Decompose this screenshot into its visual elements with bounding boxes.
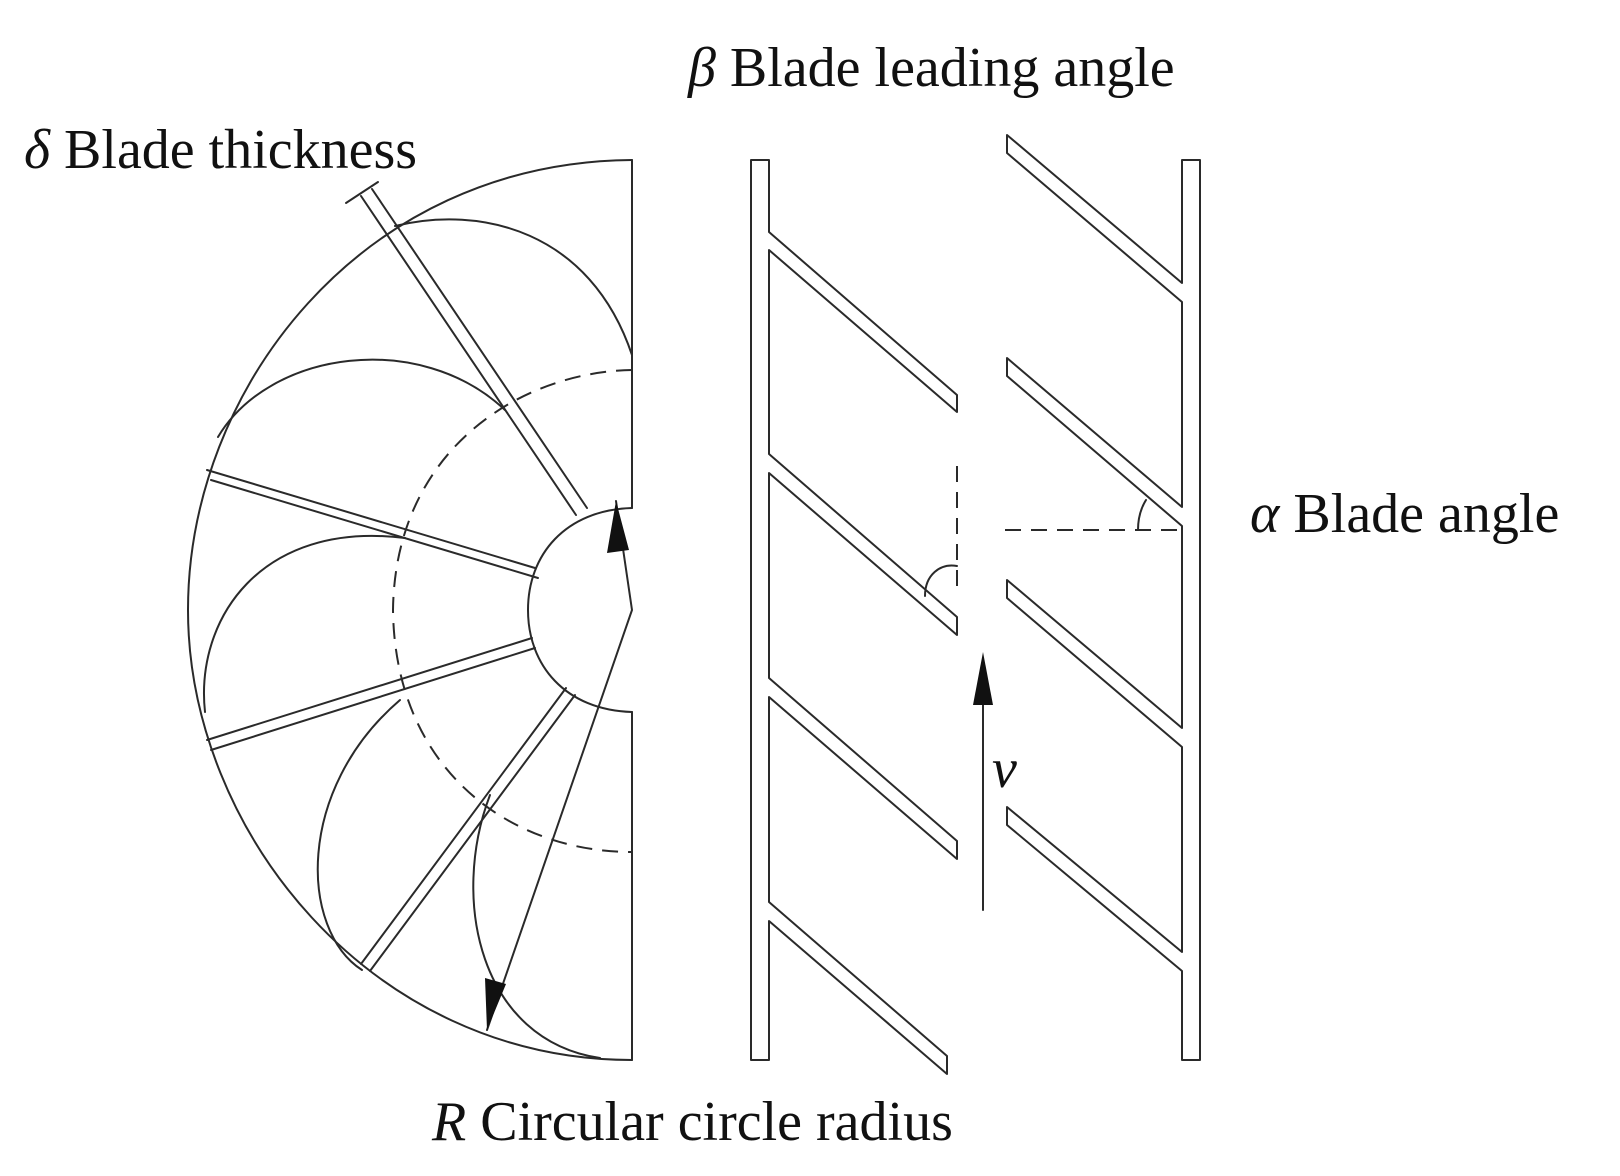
straight-blades — [206, 181, 588, 972]
radius-arrowhead-top — [607, 501, 629, 553]
right-cascade-outline — [1006, 134, 1201, 1061]
impeller-outer-arc — [187, 159, 633, 1061]
blade-angle-arc — [1137, 499, 1147, 531]
label-blade-thickness: δ Blade thickness — [24, 119, 417, 181]
velocity-arrow — [973, 652, 993, 911]
straight-blade-1 — [360, 188, 588, 516]
left-cascade-outline — [750, 159, 958, 1075]
impeller-hub-arc — [527, 507, 633, 713]
straight-blade-2 — [206, 469, 539, 579]
blade-curve-2 — [217, 358, 506, 438]
right-blade-cascade — [1005, 134, 1201, 1061]
impeller-middle-dashed-circle — [391, 369, 633, 853]
straight-blade-4 — [360, 687, 576, 972]
label-circular-circle-radius: R Circular circle radius — [431, 1091, 953, 1153]
label-blade-angle: α Blade angle — [1250, 483, 1559, 545]
velocity-arrowhead — [973, 652, 993, 705]
blade-curve-4 — [316, 699, 401, 971]
radius-arrowhead-bottom — [485, 978, 506, 1030]
blade-curve-5 — [472, 794, 601, 1059]
straight-blade-3 — [206, 637, 536, 751]
label-blade-leading-angle: β Blade leading angle — [687, 37, 1175, 99]
blade-thickness-tick — [345, 181, 379, 204]
leading-angle-arc — [924, 564, 958, 597]
impeller-half-view — [187, 159, 633, 1061]
blade-curve-1 — [394, 218, 633, 356]
left-blade-cascade — [750, 159, 958, 1075]
blade-curve-3 — [203, 535, 406, 713]
label-velocity: v — [992, 738, 1017, 800]
